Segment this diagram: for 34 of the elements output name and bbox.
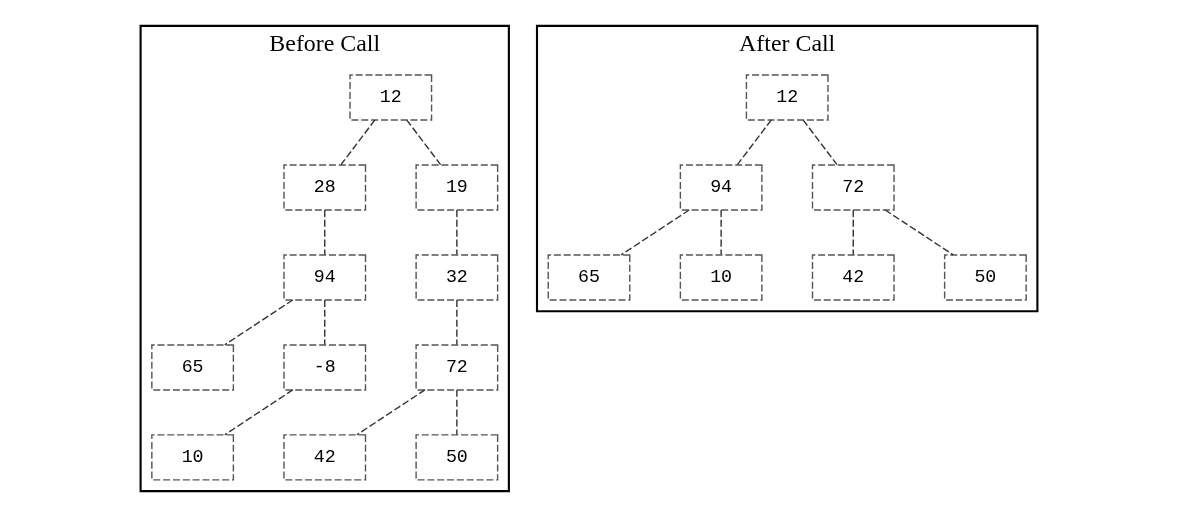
node-box: 72 <box>811 163 895 211</box>
node-box: 94 <box>679 163 763 211</box>
connector <box>884 208 954 256</box>
connector <box>802 118 838 165</box>
node-box: 19 <box>414 163 498 211</box>
node-box: 12 <box>745 73 829 121</box>
node-box: 50 <box>414 433 498 481</box>
connector <box>852 208 854 255</box>
connector <box>455 388 458 435</box>
connector <box>455 208 458 255</box>
connector <box>736 118 772 165</box>
connector <box>223 298 293 346</box>
connector <box>223 388 293 435</box>
node-box: 65 <box>547 253 630 301</box>
connector <box>455 298 458 345</box>
node-box: 42 <box>282 433 366 481</box>
node-box: 32 <box>414 253 498 301</box>
node-box: 72 <box>414 343 498 391</box>
node-box: 10 <box>150 433 234 481</box>
node-box: 94 <box>282 253 366 301</box>
node-box: 42 <box>811 253 895 301</box>
connector <box>355 388 426 435</box>
connector <box>719 208 722 255</box>
node-box: 28 <box>282 163 366 211</box>
connector <box>323 298 325 345</box>
node-box: 50 <box>943 253 1027 301</box>
connector <box>619 208 690 256</box>
node-box: 10 <box>679 253 763 301</box>
node-box: 65 <box>150 343 234 391</box>
connector <box>405 118 441 165</box>
connector <box>323 208 325 255</box>
node-box: 12 <box>348 73 432 121</box>
node-box: -8 <box>282 343 366 391</box>
connector <box>339 118 375 165</box>
